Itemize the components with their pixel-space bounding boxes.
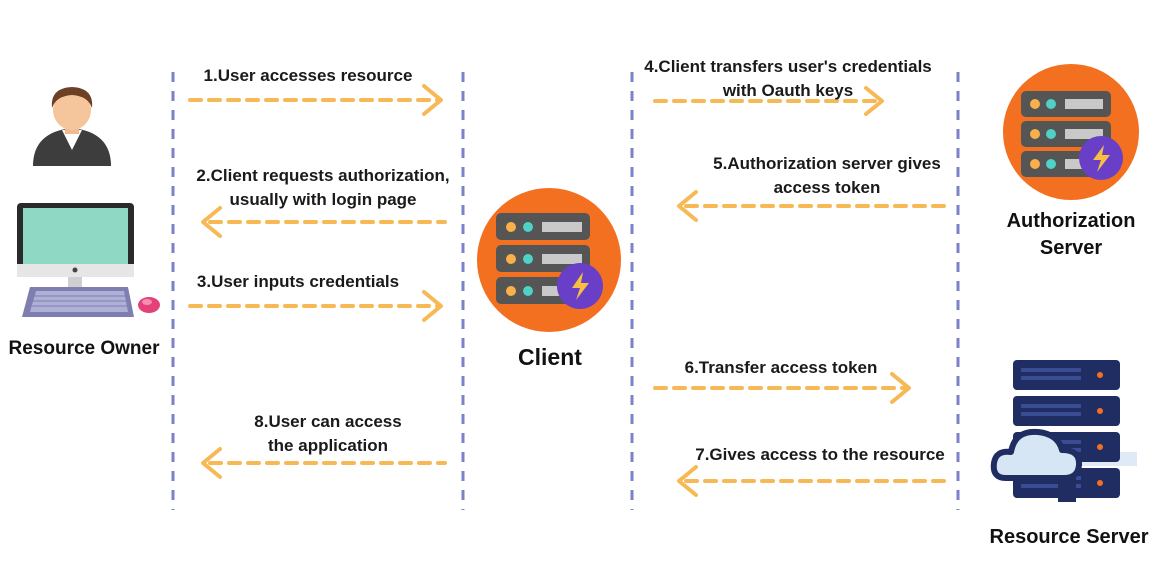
arrow-step-1-head: [422, 84, 443, 116]
step-8-label-line1: 8.User can access: [254, 412, 402, 431]
arrow-step-3-head: [422, 290, 443, 322]
cloud-server-icon: [990, 360, 1137, 502]
step-6-label: 6.Transfer access token: [684, 358, 878, 377]
resource-owner-label: Resource Owner: [8, 338, 160, 359]
authorization-server-label-line2: Server: [1039, 237, 1103, 259]
step-2-label-line2: usually with login page: [229, 190, 417, 209]
arrow-step-7-head: [677, 465, 698, 497]
step-1-label: 1.User accesses resource: [203, 66, 413, 85]
authorization-server-label-line1: Authorization: [1006, 210, 1136, 232]
step-2-label-line1: 2.Client requests authorization,: [196, 166, 450, 185]
resource-server-label: Resource Server: [989, 526, 1149, 548]
person-icon: [33, 87, 111, 166]
step-3-label: 3.User inputs credentials: [196, 272, 400, 291]
client-label: Client: [518, 344, 582, 370]
arrow-step-2-head: [201, 206, 222, 238]
arrow-step-6-head: [890, 372, 911, 404]
step-7-label: 7.Gives access to the resource: [695, 445, 945, 464]
computer-icon: [17, 203, 160, 317]
step-5-label-line1: 5.Authorization server gives: [713, 154, 941, 173]
step-5-label-line2: access token: [773, 178, 881, 197]
authorization-server-icon: [1003, 64, 1139, 200]
arrow-step-5-head: [677, 190, 698, 222]
arrow-step-8-head: [201, 447, 222, 479]
arrow-step-4-head: [864, 86, 884, 116]
client-rack: [496, 213, 590, 304]
step-4-label-line2: with Oauth keys: [722, 81, 854, 100]
step-8-label-line2: the application: [268, 436, 388, 455]
client-server-icon: [477, 188, 621, 332]
step-4-label-line1: 4.Client transfers user's credentials: [644, 57, 932, 76]
